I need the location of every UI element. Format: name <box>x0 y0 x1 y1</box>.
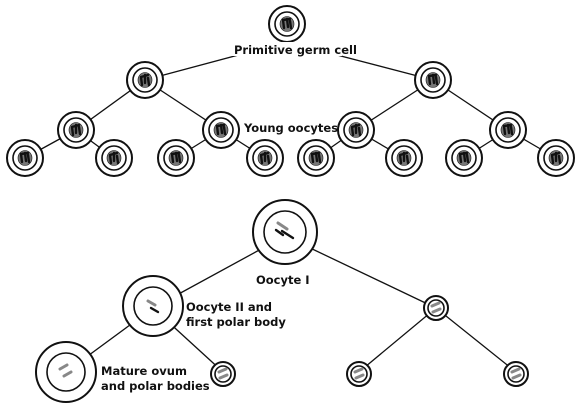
mature-ovum <box>35 341 97 403</box>
label-mature-ovum-line1: Mature ovum <box>101 364 187 378</box>
young-oocyte <box>246 139 284 177</box>
label-oocyte-2-line2: first polar body <box>186 315 286 329</box>
oocyte-1 <box>252 199 318 265</box>
polar-body <box>503 361 529 387</box>
germ-cell <box>337 111 375 149</box>
young-oocyte <box>157 139 195 177</box>
label-backing <box>253 272 319 286</box>
label-backing <box>232 42 342 56</box>
polar-body <box>210 361 236 387</box>
germ-cell <box>202 111 240 149</box>
maturation-tree: Oocyte I Oocyte II and first polar body … <box>35 199 529 403</box>
germ-cell <box>414 61 452 99</box>
young-oocyte <box>95 139 133 177</box>
label-mature-ovum-line2: and polar bodies <box>101 379 210 393</box>
germ-cell-tree: Primitive germ cell Young oocytes <box>6 5 575 177</box>
germ-tree-edges <box>24 41 557 159</box>
label-young-oocytes: Young oocytes <box>243 121 338 135</box>
primitive-germ-cell <box>268 5 306 43</box>
young-oocyte <box>537 139 575 177</box>
label-primitive-germ-cell: Primitive germ cell <box>234 43 357 57</box>
polar-body <box>346 361 372 387</box>
germ-cell <box>57 111 95 149</box>
young-oocyte <box>445 139 483 177</box>
label-backing <box>242 120 336 134</box>
young-oocyte <box>6 139 44 177</box>
young-oocyte <box>385 139 423 177</box>
oocyte-2 <box>122 275 184 337</box>
young-oocyte <box>297 139 335 177</box>
first-polar-body <box>423 295 449 321</box>
germ-cell <box>489 111 527 149</box>
germ-cell <box>126 61 164 99</box>
label-oocyte-2-line1: Oocyte II and <box>186 300 272 314</box>
label-oocyte-1: Oocyte I <box>256 273 310 287</box>
